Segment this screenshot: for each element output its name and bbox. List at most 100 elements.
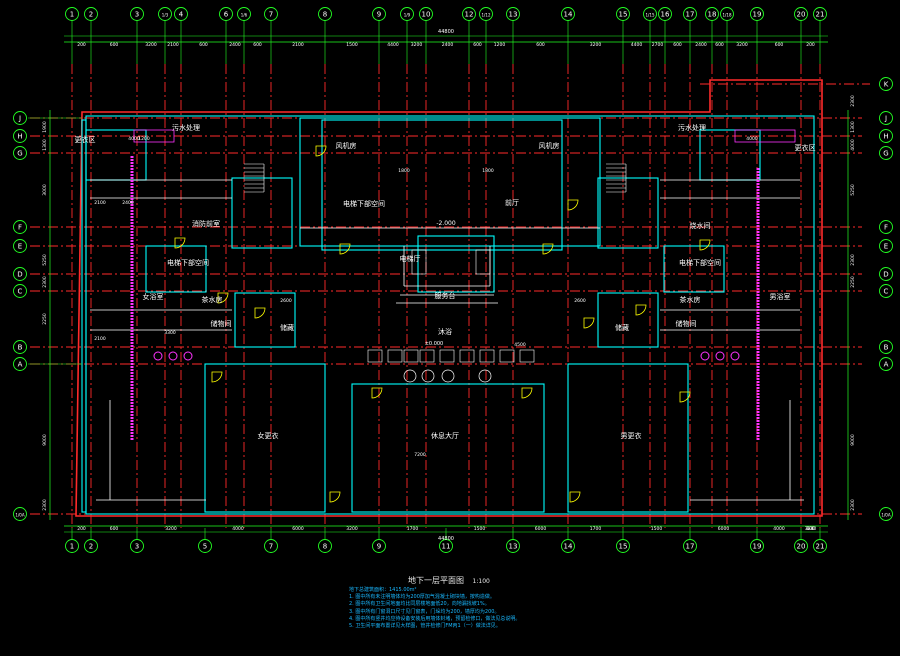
axis-bubble-bottom-20-label: 20 <box>797 543 806 551</box>
axis-bubble-top-20 <box>794 7 808 21</box>
room-label-12: 电梯下部空间 <box>343 199 385 208</box>
axis-bubble-right-F <box>879 220 893 234</box>
dim-right-3: 5250 <box>850 184 856 196</box>
axis-bubble-bottom-9-label: 9 <box>377 543 381 551</box>
dim-top-3: 2100 <box>167 42 179 48</box>
axis-bubble-top-16-label: 16 <box>661 11 670 19</box>
room-label-6: 茶水房 <box>202 295 223 304</box>
dim-right-6: 9000 <box>850 434 856 446</box>
axis-bubble-top-12 <box>462 7 476 21</box>
axis-bubble-bottom-9 <box>372 539 386 553</box>
room-dim-3: 2100 <box>94 200 106 206</box>
axis-bubble-right-C-label: C <box>884 288 889 296</box>
dim-right-5: 2250 <box>850 276 856 288</box>
dim-top-18: 600 <box>673 42 682 48</box>
dim-left-3: 5250 <box>42 254 48 266</box>
axis-bubble-left-D <box>13 267 27 281</box>
room-label-14: 女浴室 <box>143 292 164 301</box>
overall-width-bottom: 44800 <box>438 536 454 542</box>
door-4 <box>339 243 351 255</box>
dim-top-6: 600 <box>253 42 262 48</box>
room-dim-0: 4000 <box>128 136 140 142</box>
axis-bubble-top-6 <box>219 7 233 21</box>
dim-top-11: 2400 <box>442 42 454 48</box>
stair-west-room <box>231 177 293 249</box>
room-label-13: 服务台 <box>435 291 456 300</box>
axis-bubble-top-1/18-label: 1/18 <box>723 13 732 18</box>
axis-bubble-top-1/15-label: 1/15 <box>646 13 655 18</box>
axis-bubble-top-3 <box>130 7 144 21</box>
dim-top-7: 2100 <box>292 42 304 48</box>
room-dim-11: 7200 <box>414 452 426 458</box>
axis-bubble-top-17 <box>683 7 697 21</box>
dim-right-7: 2300 <box>850 499 856 511</box>
note-4: 4. 图中所有竖井均应待设备安装后用墙体封堵，预留检修口，做法见总说明。 <box>349 615 521 622</box>
dim-right-0: 2300 <box>850 95 856 107</box>
room-label-4: 消防前室 <box>192 219 220 228</box>
washbasin-4 <box>715 351 725 361</box>
axis-bubble-top-21-label: 21 <box>816 11 825 19</box>
axis-bubble-top-19 <box>750 7 764 21</box>
room-label-5: 烧水间 <box>690 221 711 230</box>
dim-left-2: 3000 <box>42 184 48 196</box>
dim-right-1: 1300 <box>850 121 856 133</box>
axis-bubble-left-G <box>13 146 27 160</box>
axis-bubble-bottom-11-label: 11 <box>442 543 451 551</box>
door-7 <box>583 317 595 329</box>
axis-bubble-top-18-label: 18 <box>708 11 717 19</box>
axis-bubble-bottom-11 <box>439 539 453 553</box>
axis-bubble-bottom-5-label: 5 <box>203 543 207 551</box>
bench-0 <box>367 349 383 363</box>
door-11 <box>679 391 691 403</box>
axis-bubble-bottom-3-label: 3 <box>135 543 139 551</box>
washbasin-3 <box>700 351 710 361</box>
axis-bubble-top-1/9-label: 1/9 <box>404 13 411 18</box>
room-label-11: 电梯下部空间 <box>679 258 721 267</box>
central-service-block <box>299 117 601 247</box>
axis-bubble-top-18 <box>705 7 719 21</box>
bench-8 <box>519 349 535 363</box>
axis-bubble-top-19-label: 19 <box>753 11 762 19</box>
axis-bubble-bottom-2 <box>84 539 98 553</box>
axis-bubble-top-1/12 <box>479 7 493 21</box>
dim-top-15: 3200 <box>590 42 602 48</box>
axis-bubble-top-20-label: 20 <box>797 11 806 19</box>
note-5: 5. 卫生间平面布置详见大样图，管井检修门FM丙1（一）做法详见。 <box>349 623 501 630</box>
axis-bubble-left-C-label: C <box>18 288 23 296</box>
axis-bubble-top-2-label: 2 <box>89 11 93 19</box>
elevator-hall <box>417 235 495 293</box>
dim-right-4: 2300 <box>850 254 856 266</box>
room-dim-6: 1800 <box>482 168 494 174</box>
axis-bubble-right-B <box>879 340 893 354</box>
axis-bubble-top-12-label: 12 <box>465 11 474 19</box>
room-label-19: 储藏 <box>615 323 629 332</box>
dim-top-12: 600 <box>473 42 482 48</box>
axis-bubble-left-H-label: H <box>17 133 22 141</box>
axis-bubble-bottom-15-label: 15 <box>619 543 628 551</box>
axis-bubble-top-4-label: 4 <box>179 11 184 19</box>
axis-bubble-left-F <box>13 220 27 234</box>
room-dim-2: 1200 <box>138 136 150 142</box>
tank-east <box>734 129 796 143</box>
dim-top-16: 4400 <box>631 42 643 48</box>
room-label-16: 储物间 <box>211 319 232 328</box>
axis-bubble-top-10-label: 10 <box>422 11 431 19</box>
axis-bubble-top-1/12-label: 1/12 <box>482 13 491 18</box>
axis-bubble-left-C <box>13 284 27 298</box>
axis-bubble-top-3-label: 3 <box>135 11 139 19</box>
axis-bubble-bottom-14-label: 14 <box>564 543 573 551</box>
axis-bubble-bottom-1 <box>65 539 79 553</box>
room-dim-4: 2100 <box>94 336 106 342</box>
door-8 <box>635 304 647 316</box>
axis-bubble-right-K <box>879 77 893 91</box>
drawing-scale: 1:100 <box>472 578 490 585</box>
room-dim-1: 4000 <box>746 136 758 142</box>
axis-bubble-right-D <box>879 267 893 281</box>
room-label-8: 电梯厅 <box>400 254 421 263</box>
stair-east-room <box>597 177 659 249</box>
drawing-title-text: 地下一层平面图 <box>408 576 464 585</box>
bench-5 <box>459 349 475 363</box>
dim-top-21: 3200 <box>736 42 748 48</box>
